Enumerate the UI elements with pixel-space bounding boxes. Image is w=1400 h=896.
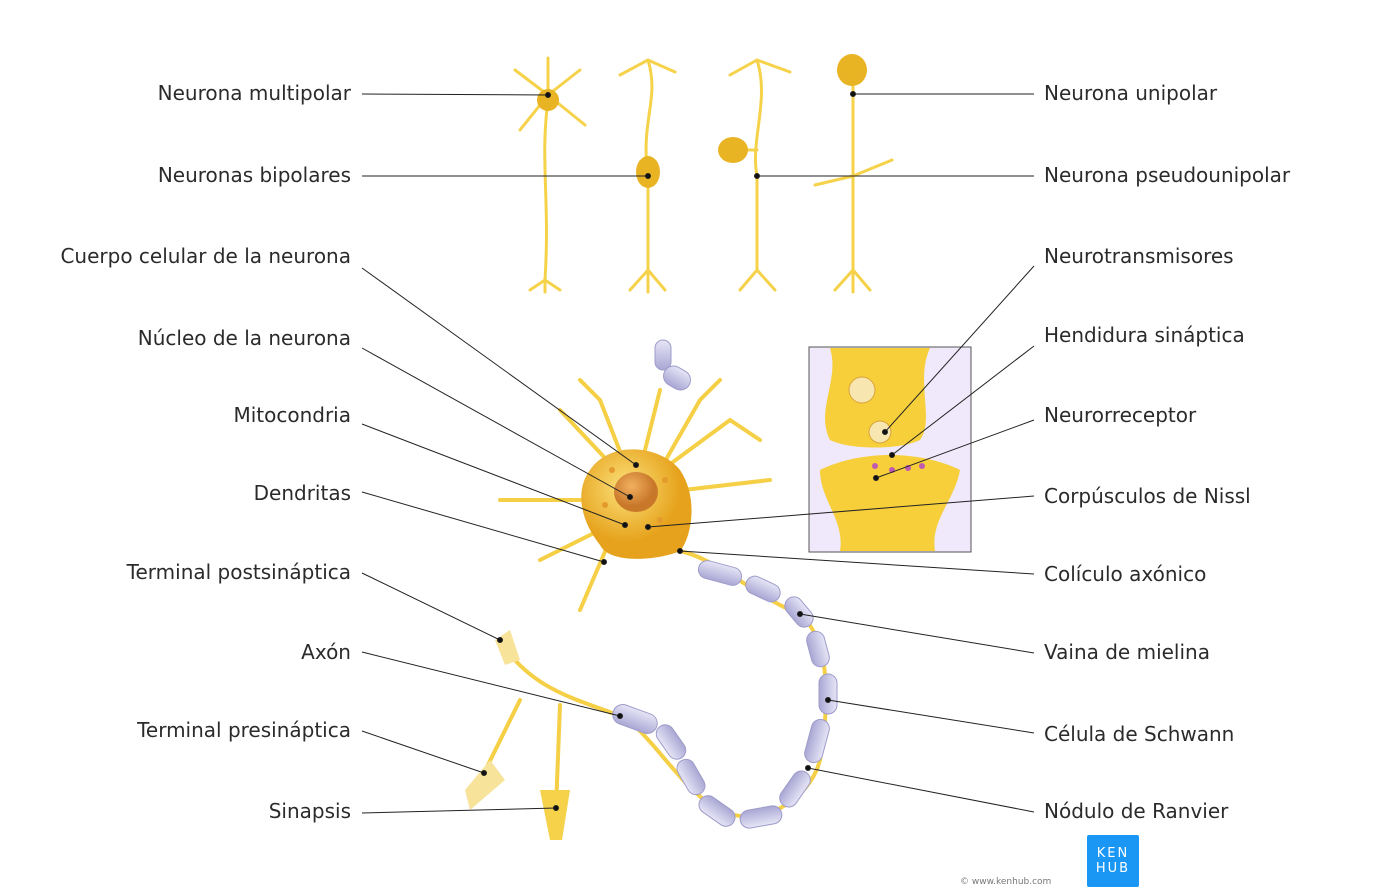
schwann-cell xyxy=(655,724,687,760)
label-terminal-postsinaptica: Terminal postsináptica xyxy=(126,560,351,584)
schwann-cell xyxy=(779,770,811,808)
schwann-cell xyxy=(698,795,736,827)
postsynaptic-terminal xyxy=(495,630,520,665)
presynaptic-terminal xyxy=(465,760,505,810)
multipolar-neuron xyxy=(513,56,587,294)
schwann-cell xyxy=(654,339,672,371)
leader-lines xyxy=(361,91,1035,814)
label-mitocondria: Mitocondria xyxy=(233,403,351,427)
schwann-cell xyxy=(806,630,830,668)
neuron-types xyxy=(513,54,894,294)
pseudounipolar-left-neuron xyxy=(718,58,792,292)
schwann-cell xyxy=(663,365,691,391)
schwann-cell xyxy=(739,805,783,829)
myelin-sheath xyxy=(612,339,838,829)
label-neurona-multipolar: Neurona multipolar xyxy=(157,81,351,105)
logo-line2: HUB xyxy=(1095,861,1131,876)
label-terminal-presinaptica: Terminal presináptica xyxy=(137,718,351,742)
main-neuron xyxy=(465,339,838,840)
label-corpusculos-nissl: Corpúsculos de Nissl xyxy=(1044,484,1251,508)
kenhub-logo[interactable]: KEN HUB xyxy=(1087,835,1139,887)
schwann-cell xyxy=(612,704,658,734)
schwann-cell xyxy=(676,758,706,796)
copyright-text: © www.kenhub.com xyxy=(960,877,1052,887)
label-dendritas: Dendritas xyxy=(253,481,351,505)
nucleus xyxy=(614,472,658,512)
label-axon: Axón xyxy=(301,640,351,664)
schwann-cell xyxy=(745,575,781,603)
postsynaptic-bulb xyxy=(540,790,570,840)
label-sinapsis: Sinapsis xyxy=(268,799,351,823)
label-neurotransmisores: Neurotransmisores xyxy=(1044,244,1234,268)
label-neurorreceptor: Neurorreceptor xyxy=(1044,403,1197,427)
unipolar-neuron xyxy=(813,54,894,294)
label-cuerpo-celular: Cuerpo celular de la neurona xyxy=(60,244,351,268)
label-neurona-pseudounipolar: Neurona pseudounipolar xyxy=(1044,163,1291,187)
schwann-cell xyxy=(804,718,830,764)
label-neuronas-bipolares: Neuronas bipolares xyxy=(157,163,351,187)
label-nucleo: Núcleo de la neurona xyxy=(137,326,351,350)
label-neurona-unipolar: Neurona unipolar xyxy=(1044,81,1218,105)
bipolar-neuron xyxy=(618,58,677,294)
schwann-cell xyxy=(697,560,743,586)
label-nodulo-ranvier: Nódulo de Ranvier xyxy=(1044,799,1229,823)
label-vaina-mielina: Vaina de mielina xyxy=(1044,640,1210,664)
logo-line1: KEN xyxy=(1096,846,1130,861)
label-celula-schwann: Célula de Schwann xyxy=(1044,722,1235,746)
schwann-cell xyxy=(818,673,838,715)
label-hendidura-sinaptica: Hendidura sináptica xyxy=(1044,323,1245,347)
label-coliculo-axonico: Colículo axónico xyxy=(1044,562,1207,586)
synapse-inset xyxy=(808,346,972,553)
